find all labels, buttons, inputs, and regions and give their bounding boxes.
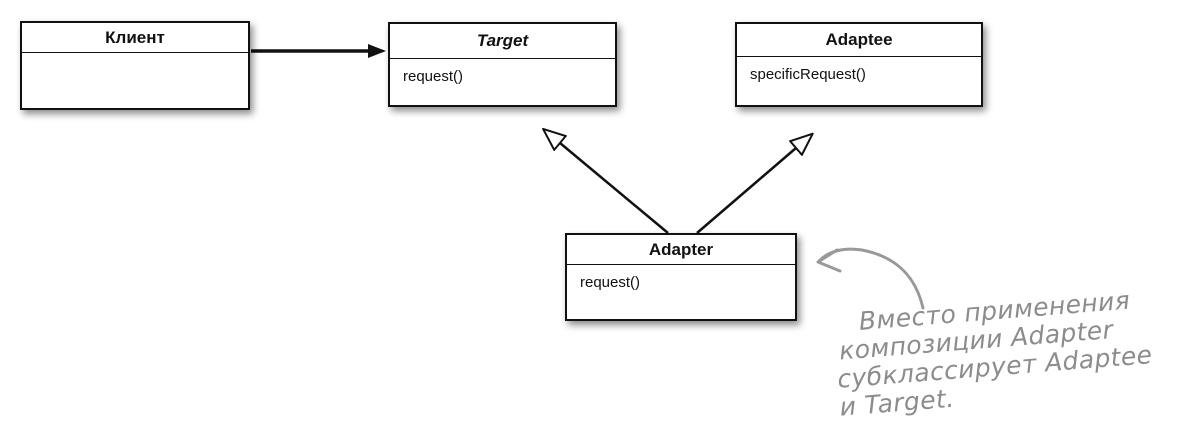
handwritten-annotation: Вместо применения композиции Adapter суб…: [832, 285, 1156, 422]
class-box-adaptee: Adaptee specificRequest(): [735, 22, 983, 107]
class-body-adaptee: specificRequest(): [737, 57, 981, 83]
class-box-target: Target request(): [388, 22, 617, 107]
class-name-adaptee: Adaptee: [737, 24, 981, 57]
class-name-adapter: Adapter: [567, 235, 795, 265]
inheritance-arrow-adapter-target: [560, 143, 669, 234]
class-name-client: Клиент: [22, 23, 248, 53]
method-adaptee-specificrequest: specificRequest(): [750, 66, 866, 83]
inheritance-arrow-adapter-adaptee: [696, 148, 796, 234]
class-body-target: request(): [390, 59, 615, 85]
method-adapter-request: request(): [580, 274, 641, 291]
class-name-target: Target: [390, 24, 615, 59]
annotation-arrow-head: [816, 248, 842, 273]
method-target-request: request(): [403, 68, 464, 85]
class-box-client: Клиент: [20, 21, 250, 110]
class-box-adapter: Adapter request(): [565, 233, 797, 321]
annotation-curved-arrow: [817, 247, 925, 310]
class-body-adapter: request(): [567, 265, 795, 291]
